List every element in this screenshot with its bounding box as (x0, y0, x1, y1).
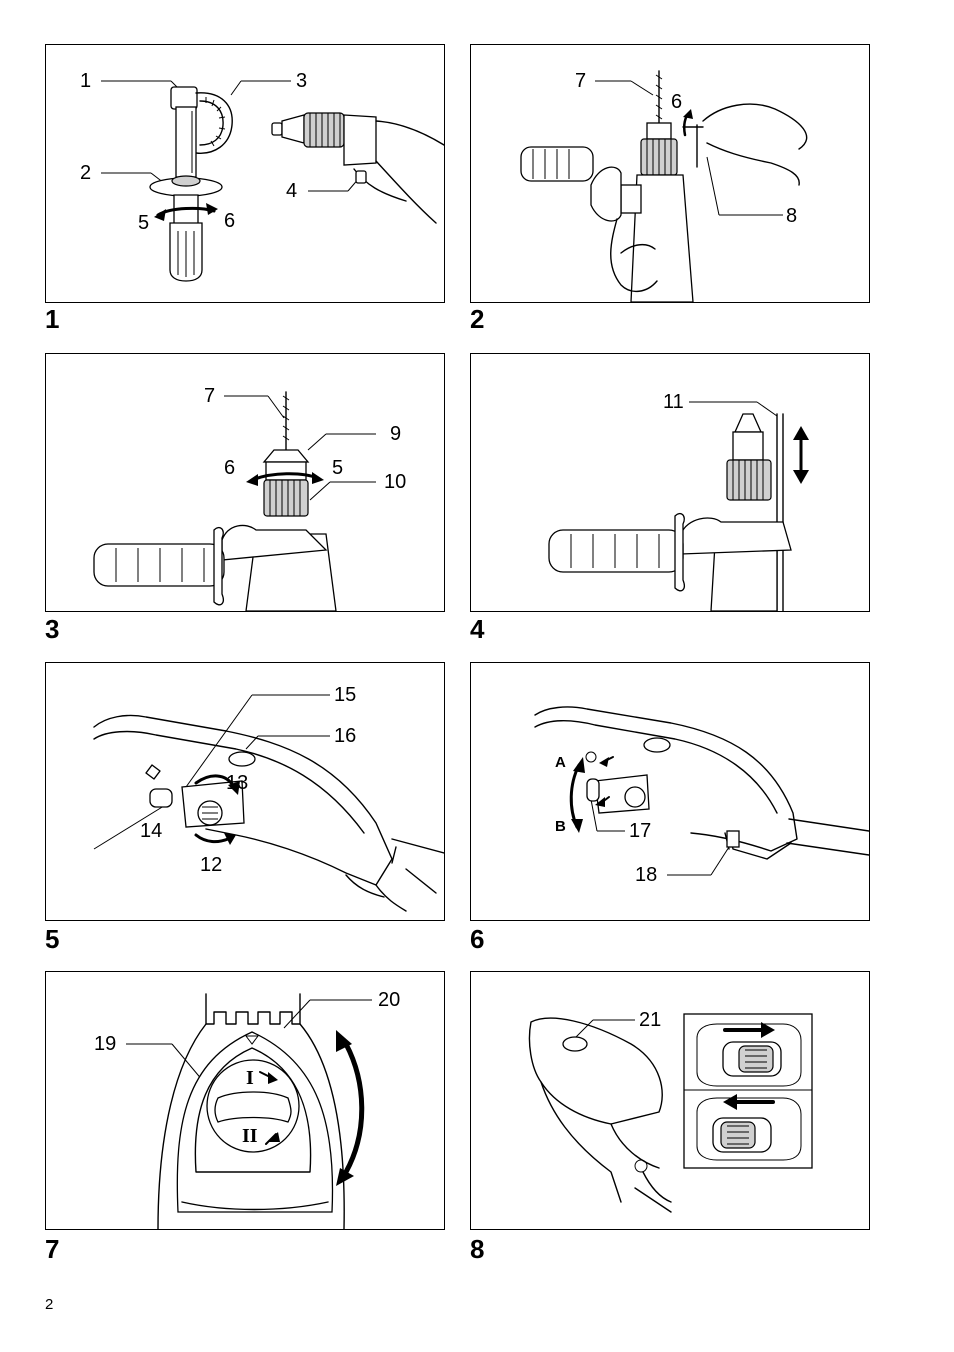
dial-mark-position-1: I (246, 1067, 254, 1089)
figure-3-panel: 7 9 6 5 10 (45, 353, 445, 612)
figure-7-callout: 20 (378, 989, 401, 1011)
page-number: 2 (45, 1296, 54, 1313)
figure-2-callout: 6 (671, 91, 683, 113)
figure-2-number: 2 (470, 304, 485, 334)
figure-3-illustration (93, 391, 376, 611)
figure-1-callout: 4 (286, 180, 298, 202)
figure-1-number: 1 (45, 304, 60, 334)
figure-3-callout: 10 (384, 471, 407, 493)
figure-5-panel: 15 16 13 14 12 (45, 662, 445, 921)
figure-3-number: 3 (45, 614, 60, 644)
figure-3-callout: 5 (332, 457, 344, 479)
figure-5-callout: 13 (226, 772, 249, 794)
figure-1-callout: 3 (296, 70, 308, 92)
figure-8-panel: 21 (470, 971, 870, 1230)
figure-6-panel: A B 17 18 (470, 662, 870, 921)
figure-1-callout: 6 (224, 210, 236, 232)
figure-5-callout: 16 (334, 725, 357, 747)
figure-5-callout: 12 (200, 854, 223, 876)
figure-5-callout: 15 (334, 684, 357, 706)
figure-6-callout: 18 (635, 864, 658, 886)
figure-5-callout: 14 (140, 820, 163, 842)
figure-2-callout: 8 (786, 205, 798, 227)
dial-mark-position-2: II (242, 1125, 258, 1147)
figure-8-illustration (528, 1013, 813, 1213)
figure-2-panel: 7 6 8 (470, 44, 870, 303)
figure-3-callout: 9 (390, 423, 402, 445)
figure-7-number: 7 (45, 1234, 60, 1264)
figure-6-number: 6 (470, 924, 485, 954)
figure-4-panel: 11 (470, 353, 870, 612)
figure-1-callout: 5 (138, 212, 150, 234)
figure-1-callout: 2 (80, 162, 92, 184)
figure-7-panel: 20 19 I II (45, 971, 445, 1230)
figure-7-illustration (126, 993, 372, 1229)
figure-8-number: 8 (470, 1234, 485, 1264)
figure-1-callout: 1 (80, 70, 92, 92)
figure-6-callout: B (555, 818, 566, 835)
figure-1-panel: 1 3 2 4 5 6 (45, 44, 445, 303)
figure-5-number: 5 (45, 924, 60, 954)
figure-4-illustration (548, 401, 809, 611)
figure-4-callout: 11 (663, 391, 684, 413)
figure-6-callout: 17 (629, 820, 652, 842)
figure-1-illustration (101, 80, 444, 282)
figure-4-number: 4 (470, 614, 485, 644)
figure-7-callout: 19 (94, 1033, 117, 1055)
figure-2-callout: 7 (575, 70, 587, 92)
figure-2-illustration (520, 70, 808, 302)
figure-3-callout: 7 (204, 385, 216, 407)
figure-6-illustration (534, 706, 869, 876)
figure-8-callout: 21 (639, 1009, 662, 1031)
figure-3-callout: 6 (224, 457, 236, 479)
figure-6-callout: A (555, 754, 566, 771)
figure-5-illustration (93, 694, 444, 912)
